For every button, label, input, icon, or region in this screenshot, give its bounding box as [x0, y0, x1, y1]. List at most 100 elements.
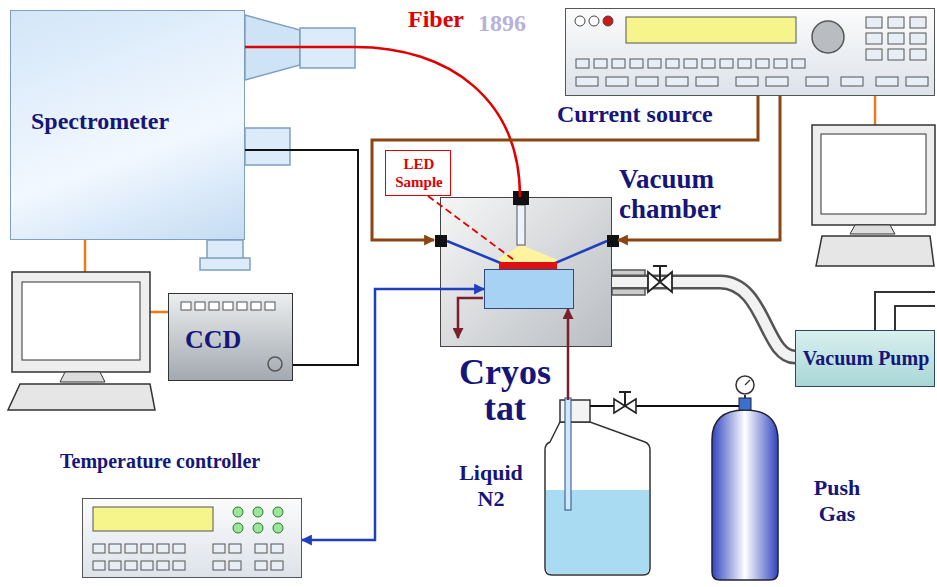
drawing-part [255, 544, 267, 553]
node-label: Spectrometer [31, 107, 169, 135]
vacuum-valve [648, 272, 672, 292]
right-computer [812, 125, 935, 266]
drawing-part [229, 544, 241, 553]
drawing-part [273, 523, 283, 533]
push-gas-cylinder: Push Gas [712, 410, 778, 580]
drawing-part [271, 544, 283, 553]
drawing-part [273, 507, 283, 517]
drawing-part [720, 59, 733, 68]
connector [567, 309, 570, 400]
node-label: Vacuum Pump [800, 347, 932, 369]
hose-core [612, 282, 795, 357]
node-label: Current source [557, 100, 713, 128]
pump-exhaust [875, 292, 935, 330]
drawing-part [666, 77, 688, 86]
node-label: Liquid N2 [450, 460, 532, 512]
drawing-part [545, 422, 650, 575]
drawing-part [910, 33, 926, 44]
drawing-part [666, 59, 679, 68]
drawing-part [173, 561, 185, 570]
vacuum-chamber: Vacuum chamberCryos tat [440, 197, 612, 347]
drawing-part [93, 507, 213, 531]
edge-label: Fiber [408, 6, 464, 33]
drawing-part [141, 561, 153, 570]
drawing-part [910, 17, 926, 28]
drawing-part [233, 523, 243, 533]
drawing-part [229, 561, 241, 570]
drawing-part [774, 59, 787, 68]
watermark: 1896 [478, 10, 526, 37]
drawing-part [576, 59, 589, 68]
drawing-part [517, 205, 525, 245]
valve-stem [659, 266, 661, 282]
decor [566, 9, 936, 97]
drawing-part [213, 544, 225, 553]
connector [302, 289, 484, 540]
drawing-part [251, 302, 261, 310]
computer-base [8, 384, 155, 410]
regulator-block [739, 398, 751, 410]
vacuum-pump: Vacuum Pump [795, 330, 935, 387]
node-label: Temperature controller [60, 450, 260, 473]
drawing-part [906, 77, 928, 86]
gas-valve [614, 399, 636, 413]
drawing-part [93, 544, 105, 553]
node-label: Push Gas [800, 475, 874, 527]
drawing-part [223, 302, 233, 310]
drawing-part [93, 561, 105, 570]
exhaust-pipe [875, 292, 935, 330]
drawing-part [866, 33, 882, 44]
led-sample-tag: LED Sample [385, 150, 451, 196]
monitor [12, 272, 150, 372]
nitrogen-outlet [458, 298, 483, 338]
drawing-part [766, 77, 788, 86]
drawing-part [696, 77, 718, 86]
drawing-part [684, 59, 697, 68]
drawing-part [792, 59, 805, 68]
drawing-part [589, 16, 599, 26]
drawing-part [553, 241, 607, 264]
output-port [245, 128, 290, 165]
gauge-needle [745, 380, 750, 385]
drawing-part [607, 235, 619, 247]
drawing-part [738, 59, 751, 68]
drawing-part [576, 77, 598, 86]
pressure-gauge [736, 376, 754, 394]
drawing-part [812, 21, 844, 53]
drawing-part [636, 77, 658, 86]
drawing-part [268, 357, 282, 371]
drawing-part [630, 59, 643, 68]
screen [821, 134, 926, 214]
hose-wall [612, 282, 795, 357]
drawing-part [195, 302, 205, 310]
drawing-part [756, 59, 769, 68]
decor [712, 410, 778, 580]
drawing-part [866, 17, 882, 28]
data-cable [874, 96, 877, 125]
node-label: LED Sample [390, 155, 448, 191]
drawing-part [157, 544, 169, 553]
drawing-part [237, 302, 247, 310]
computer-base [816, 236, 934, 266]
monitor [812, 125, 935, 225]
decor [545, 400, 650, 575]
drawing-part [253, 523, 263, 533]
drawing-part [546, 490, 649, 574]
spectrometer-foot [200, 258, 250, 270]
node-label: Vacuum chamber [619, 164, 754, 224]
drawing-part [141, 544, 153, 553]
drawing-part [648, 59, 661, 68]
drawing-part [888, 49, 904, 60]
drawing-part [233, 507, 243, 517]
ccd-camera: CCD [168, 293, 293, 381]
drawing-part [255, 561, 267, 570]
connector [618, 96, 780, 240]
spectrometer-foot [207, 240, 243, 260]
drawing-part [271, 561, 283, 570]
drawing-part [606, 77, 628, 86]
drawing-part [125, 561, 137, 570]
data-cable [84, 240, 87, 272]
